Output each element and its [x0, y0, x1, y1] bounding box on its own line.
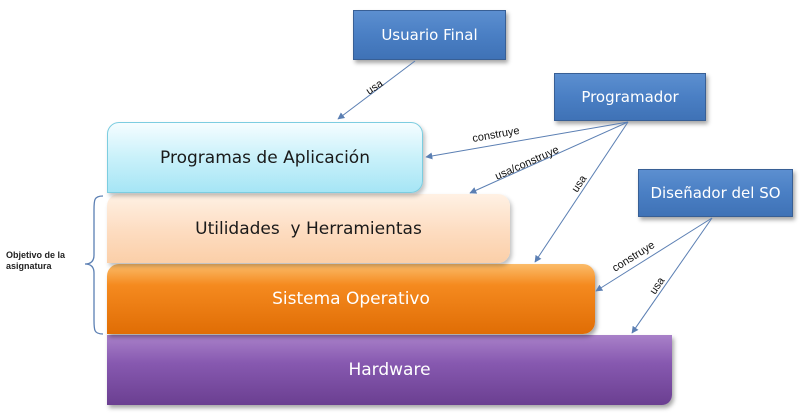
objetivo-bracket [84, 195, 104, 335]
objetivo-asignatura-label: Objetivo de la asignatura [6, 250, 66, 271]
edge-label-dis-usa: usa [648, 275, 668, 297]
programador-label: Programador [581, 88, 679, 106]
arrow-prog-construye [425, 121, 629, 160]
arrow-prog-usa-construye [469, 121, 629, 194]
hardware-layer: Hardware [107, 335, 672, 405]
arrow-dis-construye [595, 217, 713, 292]
programas-aplicacion-layer: Programas de Aplicación [107, 122, 423, 193]
arrow-dis-usa [631, 217, 713, 334]
hardware-layer-label: Hardware [348, 360, 431, 380]
edge-label-prog-usa-construye: usa/construye [493, 144, 560, 183]
utilidades-layer-label: Utilidades y Herramientas [195, 218, 422, 239]
disenador-so-box: Diseñador del SO [638, 169, 793, 217]
usuario-final-label: Usuario Final [381, 26, 478, 44]
edge-label-prog-usa: usa [570, 173, 590, 195]
disenador-so-label: Diseñador del SO [650, 184, 781, 202]
edge-label-usuario-usa: usa [364, 77, 386, 97]
arrow-usuario-usa [337, 60, 416, 120]
programador-box: Programador [554, 73, 706, 121]
sistema-operativo-layer: Sistema Operativo [107, 264, 595, 334]
sistema-operativo-layer-label: Sistema Operativo [272, 289, 430, 309]
usuario-final-box: Usuario Final [353, 10, 506, 60]
utilidades-layer: Utilidades y Herramientas [107, 194, 510, 263]
programas-aplicacion-layer-label: Programas de Aplicación [160, 147, 370, 168]
arrow-prog-usa [534, 121, 629, 263]
